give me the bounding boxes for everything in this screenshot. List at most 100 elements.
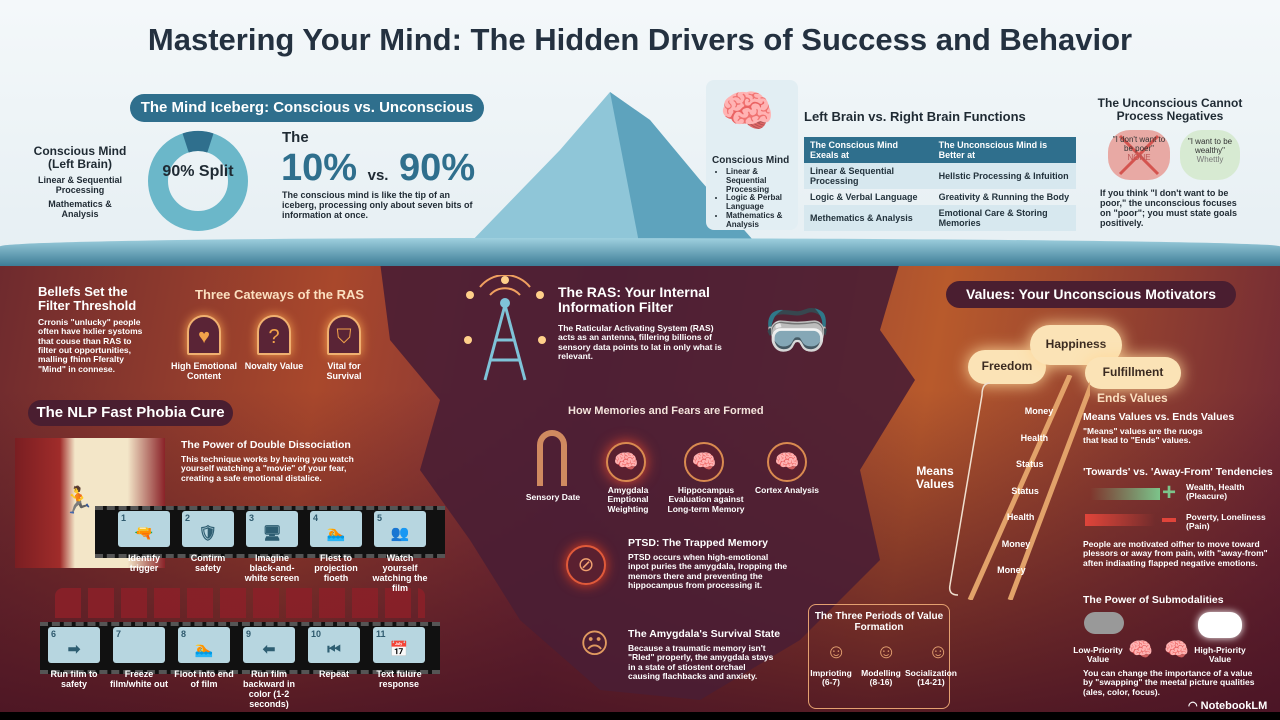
periods-box [808, 604, 950, 709]
film-frame: 3🖥 [246, 511, 298, 547]
people-with-goggles-illustration: 🥽 [763, 300, 832, 360]
memory-step: Hippocampus Evaluation against Long-term… [667, 485, 745, 514]
step-number: 6 [51, 629, 57, 639]
step-label: Repeat [318, 669, 349, 679]
ladder-rung: Money [997, 565, 1026, 575]
iceberg-desc: The conscious mind is like the tip of an… [282, 190, 473, 220]
gateway-label: Novalty Value [244, 361, 304, 371]
plus-icon: + [1162, 479, 1177, 506]
left-item: Mathematics & Analysis [48, 199, 112, 219]
notebooklm-watermark: ◠ NotebookLM [1188, 700, 1268, 712]
neg-title: The Unconscious Cannot Process Negatives [1097, 96, 1243, 124]
ladder-rung: Status [1011, 485, 1039, 496]
lr-cell: Linear & Sequential Processing [804, 163, 933, 189]
lr-header: The Unconscious Mind is Better at [932, 137, 1076, 163]
period-ages: (6-7) [822, 677, 840, 688]
survival-desc: Because a traumatic memory isn't "Rled" … [628, 643, 774, 682]
cloud-fulfillment: Fulfillment [1085, 357, 1181, 389]
negative-thought-bubble: "I don't want to be poer"NONE [1108, 130, 1170, 180]
step-label: Imagine black-and-white screen [244, 553, 300, 583]
bubble-bad-text: "I don't want to be poer" [1112, 135, 1166, 153]
period-ages: (8-16) [869, 677, 893, 688]
step-label: Flest to projection fioeth [314, 553, 358, 583]
period-item: Modelling(8-16) [855, 668, 907, 688]
step-label: Floot into end of film [174, 669, 234, 689]
step-label: Confirm safety [190, 553, 226, 573]
step-number: 5 [377, 513, 383, 523]
ladder-rung: Money [1001, 538, 1031, 549]
lr-cell: Emotional Care & Storing Memories [932, 205, 1076, 231]
ten-vs-ninety: 10% vs. 90% [281, 148, 475, 196]
step-icon: 🖥 [262, 525, 282, 542]
step-number: 4 [313, 513, 319, 523]
survival-title: The Amygdala's Survival State [628, 628, 781, 640]
toward-label: Wealth, Health (Pleacure) [1186, 482, 1245, 502]
ninety-percent: 90% [399, 147, 476, 189]
away-label: Poverty, Loneliness (Pain) [1186, 512, 1266, 532]
ladder-rung: Health [1020, 432, 1049, 443]
period-name: Socialization [905, 668, 957, 678]
brain-card [706, 80, 798, 230]
step-icon: 👥 [390, 525, 410, 542]
period-name: Imprioting [810, 668, 852, 678]
phobia-desc: This technique works by having you watch… [181, 454, 354, 483]
dim-picture-cloud [1084, 612, 1124, 634]
bubble-bad-sub: NONE [1127, 152, 1151, 162]
film-frame: 5👥 [374, 511, 426, 547]
page-title: Mastering Your Mind: The Hidden Drivers … [147, 22, 1133, 57]
split-donut-chart [148, 131, 248, 231]
means-values-label: Means Values [915, 464, 955, 492]
adult-icon: ☺ [928, 641, 949, 663]
phobia-sub: The Power of Double Dissociation [181, 439, 351, 451]
memory-step: Cortex Analysis [755, 485, 819, 495]
ladder-rung: Health [1006, 512, 1035, 522]
ras-title: The RAS: Your Internal Information Filte… [558, 284, 710, 316]
mve-desc: "Means" values are the ruogs that lead t… [1083, 426, 1203, 446]
brain-item: Linear & Sequential Processing [726, 167, 800, 194]
film-frame: 9⬅ [243, 627, 295, 663]
gateway-label: High Emotional Content [171, 361, 237, 381]
ladder-rung: Status [1016, 459, 1044, 469]
brand-text: NotebookLM [1200, 700, 1268, 712]
sub-desc: You can change the importance of a value… [1083, 668, 1255, 697]
step-number: 10 [311, 629, 322, 639]
vs: vs. [367, 167, 389, 184]
film-frame: 8🏊 [178, 627, 230, 663]
gateways-title: Three Cateways of the RAS [195, 287, 365, 302]
trapped-memory-icon: ⊘ [566, 545, 606, 585]
film-frame: 4🏊 [310, 511, 362, 547]
step-number: 11 [376, 629, 386, 639]
step-icon: ➡ [67, 641, 81, 658]
lr-title: Left Brain vs. Right Brain Functions [804, 109, 1026, 124]
minus-icon [1162, 518, 1176, 522]
stressed-head-icon: ☹ [580, 628, 610, 659]
step-label: Identify trigger [127, 553, 160, 573]
step-icon: ⏮ [327, 641, 341, 658]
amygdala-icon: 🧠 [606, 442, 646, 482]
film-frame: 6➡ [48, 627, 100, 663]
step-label: Freeze film/white out [110, 669, 168, 689]
step-label: Run film to safety [50, 669, 98, 689]
cloud-freedom: Freedom [968, 350, 1046, 384]
ptsd-desc: PTSD occurs when high-emotional inpot pu… [628, 552, 788, 591]
memories-title: How Memories and Fears are Formed [568, 405, 764, 417]
donut-label: 90% Split [162, 163, 234, 180]
child-icon: ☺ [826, 641, 847, 663]
beliefs-desc: Crronis "unlucky" people often have hxli… [38, 317, 143, 374]
step-number: 8 [181, 629, 187, 639]
ras-desc: The Raticular Activating System (RAS) ac… [558, 323, 722, 362]
bubble-good-sub: Whettly [1196, 154, 1224, 164]
iceberg-header: The Mind Iceberg: Conscious vs. Unconsci… [130, 94, 484, 122]
tendencies-title: 'Towards' vs. 'Away-From' Tendencies [1083, 466, 1273, 478]
film-frame: 11📅 [373, 627, 425, 663]
brain-caption: Conscious Mind [712, 155, 790, 166]
tendencies-desc: People are motivated oifher to move towa… [1083, 539, 1268, 568]
ten-percent: 10% [281, 147, 358, 189]
bubble-good-text: "I want to be wealthy" [1187, 137, 1233, 155]
away-arrow-icon [1085, 514, 1155, 526]
periods-title: The Three Periods of Value Formation [814, 611, 944, 633]
sensory-gate-icon [537, 430, 567, 486]
brain-icon: 🧠 [1164, 639, 1189, 661]
bottom-bar [0, 712, 1280, 720]
